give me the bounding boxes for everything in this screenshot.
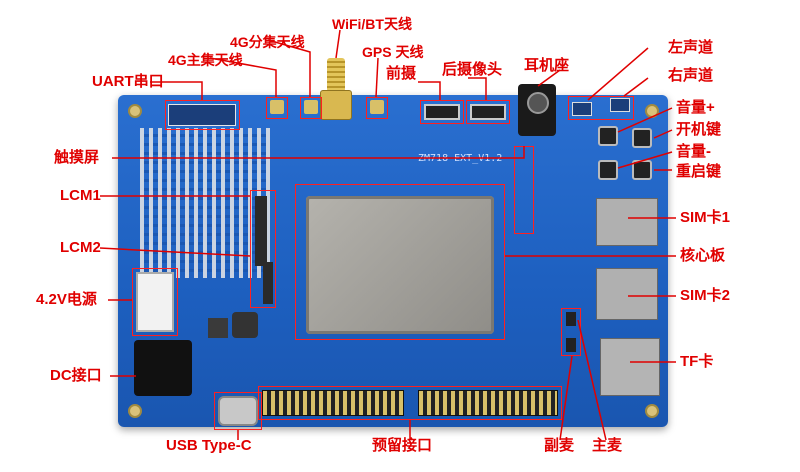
usb-c-box — [214, 392, 262, 430]
antenna-4g-div-connector — [304, 100, 318, 114]
label-power-key: 开机键 — [676, 121, 722, 138]
mount-hole — [645, 404, 659, 418]
mount-hole — [128, 404, 142, 418]
label-right-ch: 右声道 — [668, 67, 714, 84]
label-dc-jack: DC接口 — [50, 367, 102, 384]
power-4v2-box — [132, 268, 178, 336]
label-usb-c: USB Type-C — [166, 437, 252, 454]
label-front-cam: 前摄 — [386, 65, 417, 82]
power-key — [632, 128, 652, 148]
vol-up-key — [598, 126, 618, 146]
label-reserved: 预留接口 — [372, 437, 433, 454]
vol-down-key — [598, 160, 618, 180]
sma-antenna — [327, 58, 345, 92]
label-power-42v: 4.2V电源 — [36, 291, 97, 308]
label-earphone: 耳机座 — [524, 57, 570, 74]
core-board-box — [295, 184, 505, 340]
usb-c-connector — [218, 396, 258, 426]
rear-camera-box — [466, 100, 510, 124]
sma-base — [320, 90, 352, 120]
left-channel-header — [572, 102, 592, 116]
tf-slot — [600, 338, 660, 396]
label-vol-down: 音量- — [676, 143, 711, 160]
label-tf: TF卡 — [680, 353, 714, 370]
label-sub-mic: 副麦 — [544, 437, 575, 454]
label-main-mic: 主麦 — [592, 437, 623, 454]
lcm2-connector — [263, 262, 273, 304]
lcm-box — [250, 190, 276, 308]
reserved-pin-header — [262, 390, 404, 416]
rear-camera-connector — [470, 104, 506, 120]
label-left-ch: 左声道 — [668, 39, 714, 56]
gps-box — [366, 97, 388, 119]
right-channel-header — [610, 98, 630, 112]
gps-connector — [370, 100, 384, 114]
inductor — [232, 312, 258, 338]
antenna-4g-div-box — [300, 97, 322, 119]
label-gps: GPS 天线 — [362, 44, 424, 60]
antenna-4g-main-box — [266, 97, 288, 119]
lcm1-connector — [255, 196, 267, 266]
front-camera-box — [420, 100, 464, 124]
label-core-board: 核心板 — [680, 247, 726, 264]
reserved-box — [258, 386, 562, 420]
sub-mic — [566, 338, 576, 352]
earphone-jack — [518, 84, 556, 136]
label-wifi-bt: WiFi/BT天线 — [332, 16, 412, 32]
uart-box — [165, 100, 240, 130]
label-uart: UART串口 — [92, 73, 164, 90]
label-4g-main: 4G主集天线 — [168, 52, 243, 68]
sim2-slot — [596, 268, 658, 320]
dc-jack — [134, 340, 192, 396]
main-mic — [566, 312, 576, 326]
power-4v2-connector — [136, 272, 174, 332]
label-touch: 触摸屏 — [54, 149, 100, 166]
label-vol-up: 音量+ — [676, 99, 715, 116]
sim1-slot — [596, 198, 658, 246]
label-lcm1: LCM1 — [60, 187, 101, 204]
label-lcm2: LCM2 — [60, 239, 101, 256]
label-rear-cam: 后摄像头 — [442, 61, 503, 78]
mount-hole — [128, 104, 142, 118]
label-4g-div: 4G分集天线 — [230, 34, 305, 50]
label-sim1: SIM卡1 — [680, 209, 731, 226]
front-camera-connector — [424, 104, 460, 120]
core-board-shield — [306, 196, 494, 334]
inductor — [208, 318, 228, 338]
reserved-pin-header — [418, 390, 558, 416]
uart-header — [168, 104, 236, 126]
audio-channel-box — [568, 96, 634, 120]
label-reset-key: 重启键 — [676, 163, 722, 180]
antenna-4g-main-connector — [270, 100, 284, 114]
label-sim2: SIM卡2 — [680, 287, 731, 304]
